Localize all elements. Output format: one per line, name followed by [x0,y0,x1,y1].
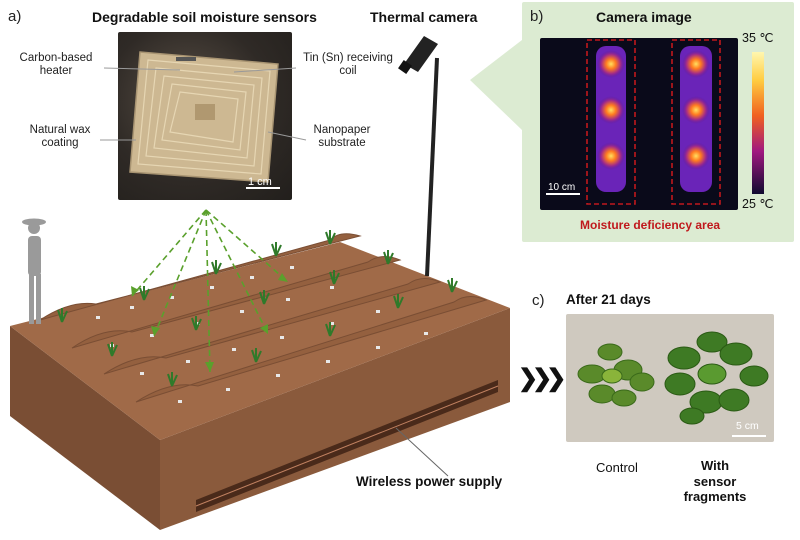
sensor-dots [96,266,428,403]
deficiency-box-right [671,39,721,205]
thermal-drawing [546,39,721,205]
deficiency-box-left [586,39,636,205]
wax-callout: Natural wax coating [29,124,91,150]
thermal-camera [398,36,439,277]
camera-image-title: Camera image [596,9,692,25]
field-front-face [160,308,510,530]
sensor-photo [118,32,292,200]
coil-callout: Tin (Sn) receiving coil [303,52,393,78]
panel-b-label: b) [530,8,544,25]
thermal-scale-text: 10 cm [548,182,576,193]
coil-lines [137,59,271,175]
power-callout-line [395,427,449,477]
power-wire [195,385,499,507]
field-left-face [10,326,160,530]
sensor-drawing [129,51,280,189]
power-label: Wireless power supply [356,474,503,489]
sensor-pad [195,104,215,120]
field-ridges [39,233,488,403]
heater-strip [176,57,196,61]
after-title: After 21 days [566,292,651,307]
plant-photo [566,314,774,442]
sensor-plant [664,331,769,425]
scale-min: 25 ℃ [742,197,774,211]
panel-a-label: a) [8,8,22,25]
substrate-callout: Nanopaper substrate [313,124,371,150]
transition-arrow: ❯❯❯ [518,365,566,392]
heater-callout: Carbon-based heater [19,52,93,78]
sensor-fragments-label: With sensor fragments [683,458,747,505]
control-plant [577,343,655,407]
sensor-scale-text: 1 cm [248,176,272,188]
sensor-title: Degradable soil moisture sensors [92,9,317,25]
person-figure [22,218,46,324]
scale-max: 35 ℃ [742,31,774,45]
plant-drawing [577,331,769,437]
camera-title: Thermal camera [370,9,478,25]
thermal-image [540,38,738,210]
control-label: Control [596,460,638,475]
sensor-arrows [131,209,289,373]
hot-spots [597,50,710,170]
color-scale-bar [752,52,764,194]
plant-scale-text: 5 cm [736,420,759,432]
sensor-arrowheads [131,273,288,372]
panel-c-label: c) [532,292,545,309]
plants [57,230,458,387]
deficiency-caption: Moisture deficiency area [580,218,721,232]
